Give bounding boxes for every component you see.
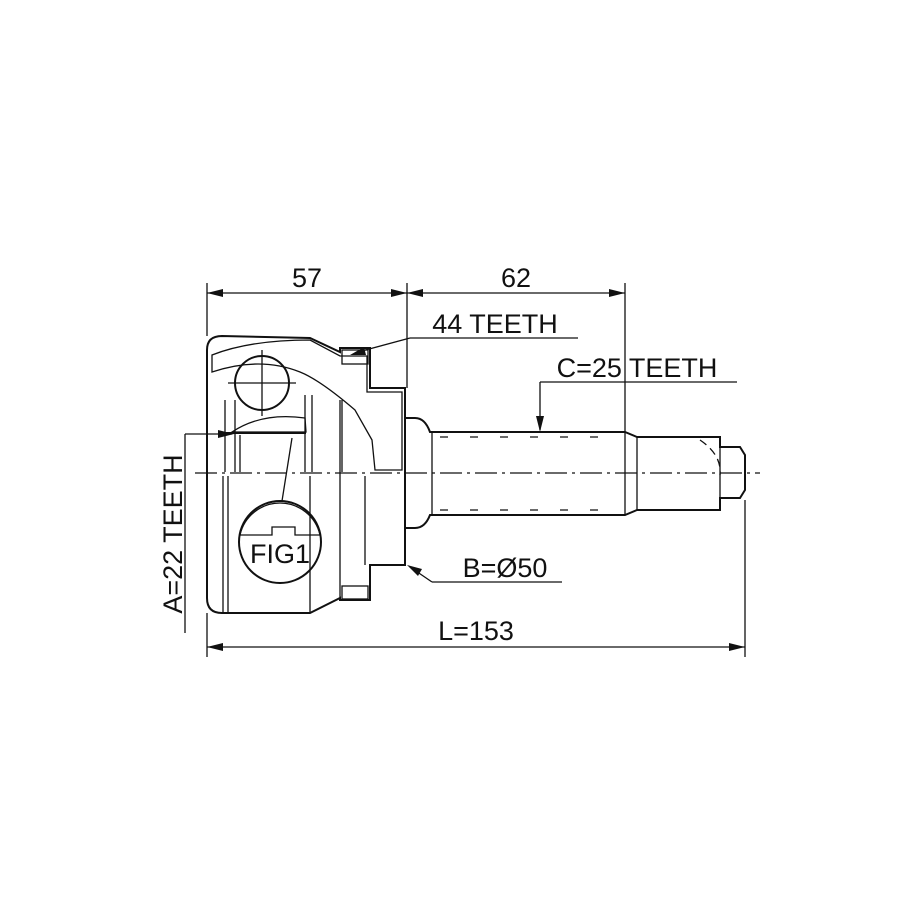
dim-62: 62 <box>501 263 531 293</box>
dim-total-length: L=153 <box>438 616 514 646</box>
fig1-label: FIG1 <box>250 539 310 569</box>
fig1-detail: FIG1 <box>238 437 322 584</box>
dim-57: 57 <box>292 263 322 293</box>
label-b-50: B=Ø50 <box>463 553 548 583</box>
label-44-teeth: 44 TEETH <box>432 309 558 339</box>
outer-housing <box>206 334 406 614</box>
label-a-22-teeth: A=22 TEETH <box>158 454 188 613</box>
label-c-25-teeth: C=25 TEETH <box>557 353 718 383</box>
dimensions: 57 62 L=153 44 TEETH C=25 TEETH B=Ø50 A=… <box>158 263 746 657</box>
